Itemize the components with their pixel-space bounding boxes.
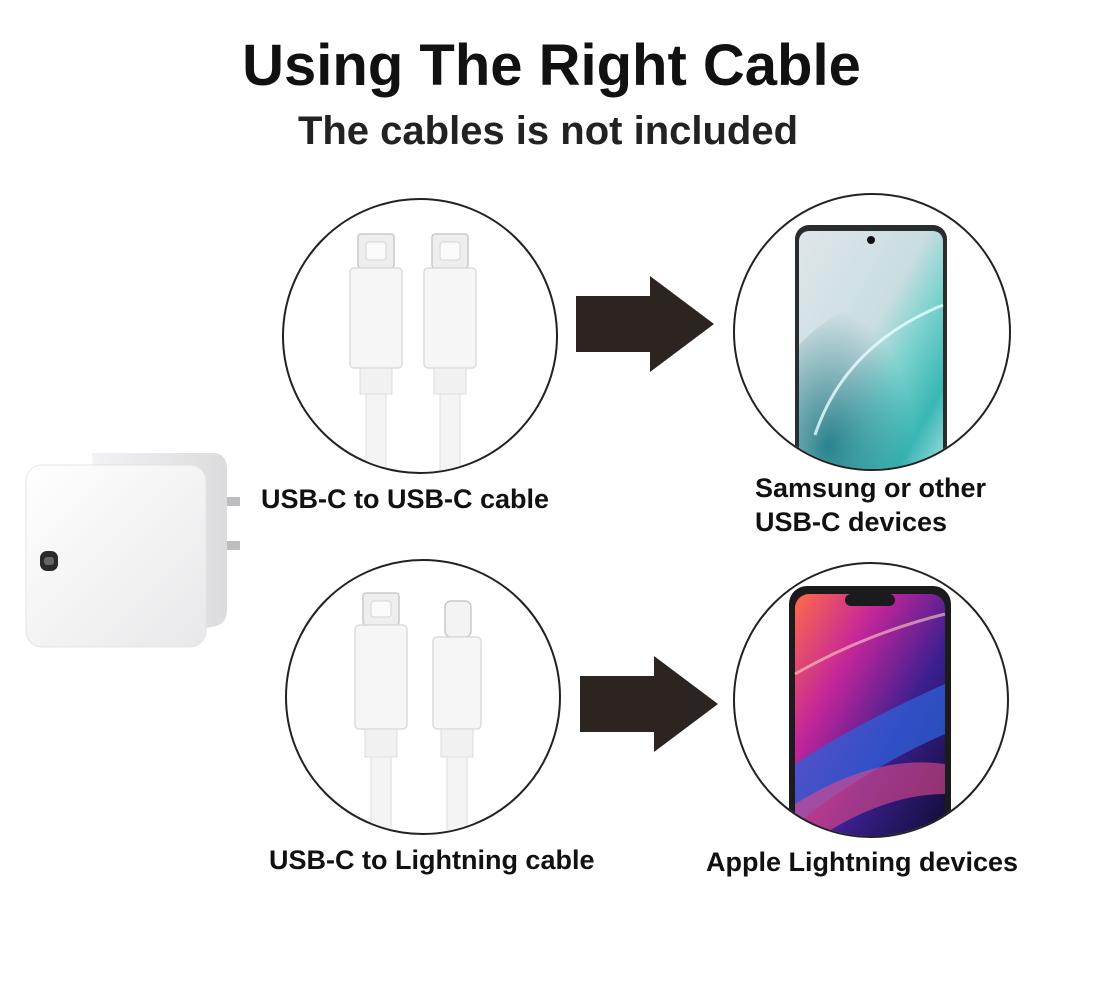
usb-c-to-lightning-cable-image xyxy=(285,559,561,835)
usb-c-to-usb-c-cable-label: USB-C to USB-C cable xyxy=(261,484,550,514)
page-subtitle: The cables is not included xyxy=(297,109,799,153)
samsung-devices-label-line2: USB-C devices xyxy=(755,507,948,537)
apple-lightning-devices-label: Apple Lightning devices xyxy=(706,847,1019,877)
page-title: Using The Right Cable xyxy=(242,33,861,98)
usb-c-to-usb-c-cable-image xyxy=(282,198,558,474)
usb-c-charger-image xyxy=(22,445,252,660)
usb-c-to-lightning-cable-label: USB-C to Lightning cable xyxy=(269,845,595,875)
arrow-right-icon xyxy=(580,656,718,757)
iphone-image xyxy=(733,562,1009,838)
arrow-right-icon xyxy=(576,276,714,377)
samsung-devices-label-line1: Samsung or other xyxy=(755,473,987,503)
samsung-phone-image xyxy=(733,193,1011,471)
